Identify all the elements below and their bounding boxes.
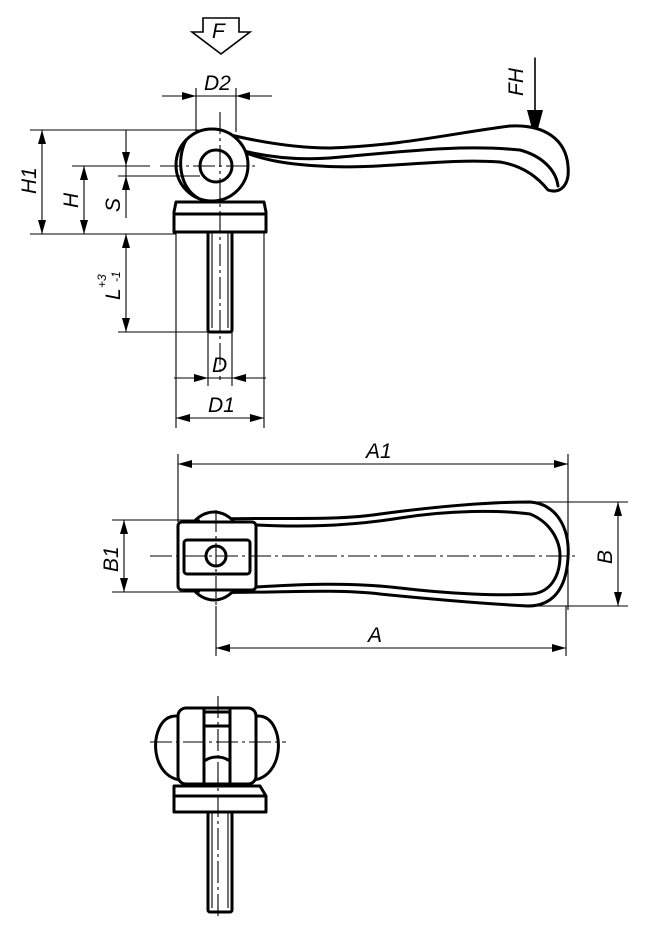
top-view: A1 A B1 B (100, 440, 628, 656)
front-view (150, 696, 286, 920)
dimension-b: B (530, 501, 628, 607)
dimension-h: H (60, 165, 150, 234)
dimension-l: L +3 -1 (95, 234, 208, 333)
side-view: F FH D2 (18, 17, 570, 428)
dimension-l-tol-upper: +3 (95, 274, 109, 288)
front-washer (172, 784, 268, 814)
dimension-d1-label: D1 (208, 394, 235, 417)
dimension-h1: H1 (18, 129, 212, 235)
force-arrow-fh: FH (505, 57, 543, 140)
dimension-d1: D1 (175, 232, 265, 428)
dimension-d-label: D (212, 354, 227, 377)
dimension-h1-label: H1 (18, 167, 41, 194)
dimension-s: S (102, 130, 200, 218)
dimension-d2: D2 (162, 72, 272, 132)
dimension-b1: B1 (100, 519, 200, 593)
handle-force-label: FH (505, 67, 528, 96)
fork-pin (202, 710, 232, 728)
dimension-a: A (215, 606, 567, 656)
dimension-d: D (174, 332, 266, 386)
dimension-a1: A1 (177, 440, 569, 610)
dimension-s-label: S (102, 198, 125, 212)
dimension-b1-label: B1 (100, 546, 123, 572)
dimension-l-label: L (102, 288, 125, 300)
dimension-b-label: B (594, 550, 617, 564)
cam-lobe-right (252, 714, 280, 782)
dimension-h-label: H (60, 192, 83, 208)
dimension-a1-label: A1 (364, 440, 392, 463)
dimension-a-label: A (366, 624, 382, 647)
dimension-d2-label: D2 (204, 72, 231, 95)
front-stud (206, 810, 234, 914)
force-label: F (212, 20, 226, 43)
cam-lobe-left (154, 714, 182, 782)
dimension-l-tol-lower: -1 (109, 271, 123, 282)
lever-arm (216, 124, 570, 193)
force-arrow-f: F (189, 17, 253, 56)
